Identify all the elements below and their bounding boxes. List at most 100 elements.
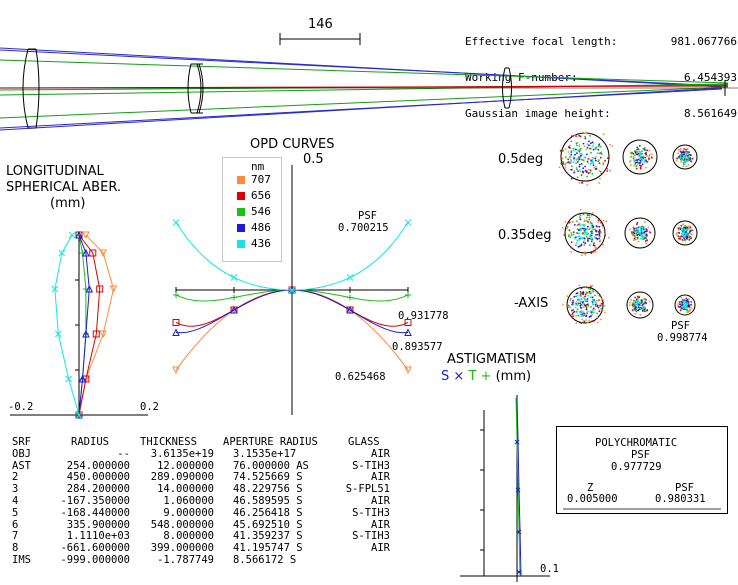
opd-marker-436 [404, 219, 412, 226]
poly-through-focus-line [563, 508, 721, 510]
spot-ray-dot [679, 157, 682, 160]
spot-ray-dot [644, 298, 646, 300]
spot-ray-dot [582, 142, 585, 145]
spot-ray-dot [634, 161, 637, 164]
spot-ray-dot [632, 155, 635, 158]
spot-ray-dot [644, 156, 646, 159]
spot-ray-dot [594, 148, 596, 150]
spot-ray-dot [645, 242, 648, 244]
spot-ray-dot [578, 163, 581, 166]
table-cell: 14.000000 [157, 483, 214, 496]
table-cell: -661.600000 [60, 542, 130, 555]
spot-ray-dot [577, 229, 580, 231]
spot-ray-dot [584, 170, 587, 172]
spot-ray-dot [598, 143, 601, 146]
spot-ray-dot [596, 299, 598, 302]
spot-ray-dot [581, 237, 584, 239]
spot-ray-dot [578, 300, 580, 302]
spot-ray-dot [588, 140, 590, 143]
spot-ray-dot [590, 238, 593, 240]
lsa-xmax-label: 0.2 [140, 401, 159, 413]
spot-ray-dot [581, 170, 584, 173]
spot-ray-dot [634, 296, 636, 299]
spot-ray-dot [596, 321, 599, 324]
spot-ray-dot [677, 227, 680, 230]
spot-ray-dot [599, 318, 602, 321]
spot-ray-dot [596, 291, 599, 294]
astig-xmax-label: 0.1 [540, 563, 559, 575]
table-cell: AIR [371, 447, 390, 460]
spot-airy-circle [672, 144, 698, 170]
spot-ray-dot [601, 299, 604, 302]
spot-ray-dot [635, 306, 637, 309]
spot-ray-dot [635, 303, 637, 306]
spot-ray-dot [582, 291, 585, 293]
spot-ray-dot [573, 295, 576, 298]
spot-ray-dot [586, 238, 589, 240]
spot-ray-dot [633, 300, 635, 302]
spot-ray-dot [591, 320, 594, 322]
spot-ray-dot [585, 131, 588, 134]
spot-ray-dot [643, 235, 645, 238]
spot-ray-dot [599, 304, 602, 307]
table-cell: 46.589595 S [233, 494, 303, 507]
spot-ray-dot [688, 310, 691, 313]
spot-ray-dot [638, 144, 641, 147]
spot-ray-dot [580, 287, 583, 290]
table-cell: S-FPL51 [345, 483, 390, 496]
spot-ray-dot [594, 301, 597, 303]
spot-ray-dot [633, 231, 636, 233]
spot-ray-dot [596, 238, 599, 241]
spot-ray-dot [641, 302, 644, 305]
spot-ray-dot [560, 162, 563, 165]
imgh-label: Gaussian image height: [465, 107, 611, 120]
spot-ray-dot [585, 299, 588, 301]
spot-ray-dot [598, 182, 601, 184]
spot-ray-dot [643, 160, 646, 163]
spot-ray-dot [648, 154, 651, 156]
table-cell: RADIUS [71, 436, 109, 448]
spot-ray-dot [570, 165, 573, 168]
spot-ray-dot [641, 227, 644, 229]
spot-ray-dot [567, 158, 570, 161]
header-info: Effective focal length:981.067766 Workin… [465, 12, 737, 132]
spot-ray-dot [575, 168, 578, 171]
spot-ray-dot [577, 246, 580, 248]
spot-ray-dot [636, 227, 638, 230]
lsa-xmin-label: -0.2 [8, 401, 34, 413]
spot-ray-dot [565, 156, 567, 159]
spot-ray-dot [578, 235, 581, 238]
spot-ray-dot [575, 144, 578, 147]
spot-ray-dot [575, 295, 577, 298]
lsa-marker-486 [75, 410, 83, 419]
spot-ray-dot [587, 225, 589, 228]
spot-ray-dot [683, 148, 686, 150]
astig-t-label: T [468, 369, 477, 384]
spot-ray-dot [585, 216, 588, 219]
table-cell: SRF [12, 436, 31, 448]
spot-ray-dot [598, 159, 600, 161]
table-cell: -- [117, 447, 130, 460]
table-cell: -167.350000 [60, 494, 130, 507]
opd-marker-656 [172, 319, 180, 326]
spot-ray-dot [584, 165, 586, 168]
table-cell: 41.359237 S [233, 530, 303, 543]
spot-ray-dot [581, 153, 583, 156]
opd-marker-656 [404, 319, 412, 326]
spot-ray-dot [566, 226, 569, 228]
spot-airy-circle [622, 139, 658, 175]
table-cell: -168.440000 [60, 506, 130, 519]
spot-ray-dot [642, 308, 644, 310]
spot-ray-dot [641, 310, 644, 312]
legend-unit-row: nm [223, 158, 281, 173]
spot-ray-dot [584, 293, 587, 296]
spot-ray-dot [586, 171, 588, 173]
opd-psf-label: PSF [358, 210, 377, 222]
spot-ray-dot [629, 304, 631, 306]
spot-ray-dot [573, 171, 576, 174]
spot-ray-dot [589, 134, 591, 137]
spot-ray-dot [572, 308, 575, 311]
spot-ray-dot [646, 309, 649, 311]
spot-ray-dot [645, 302, 647, 304]
spot-ray-dot [572, 231, 575, 233]
